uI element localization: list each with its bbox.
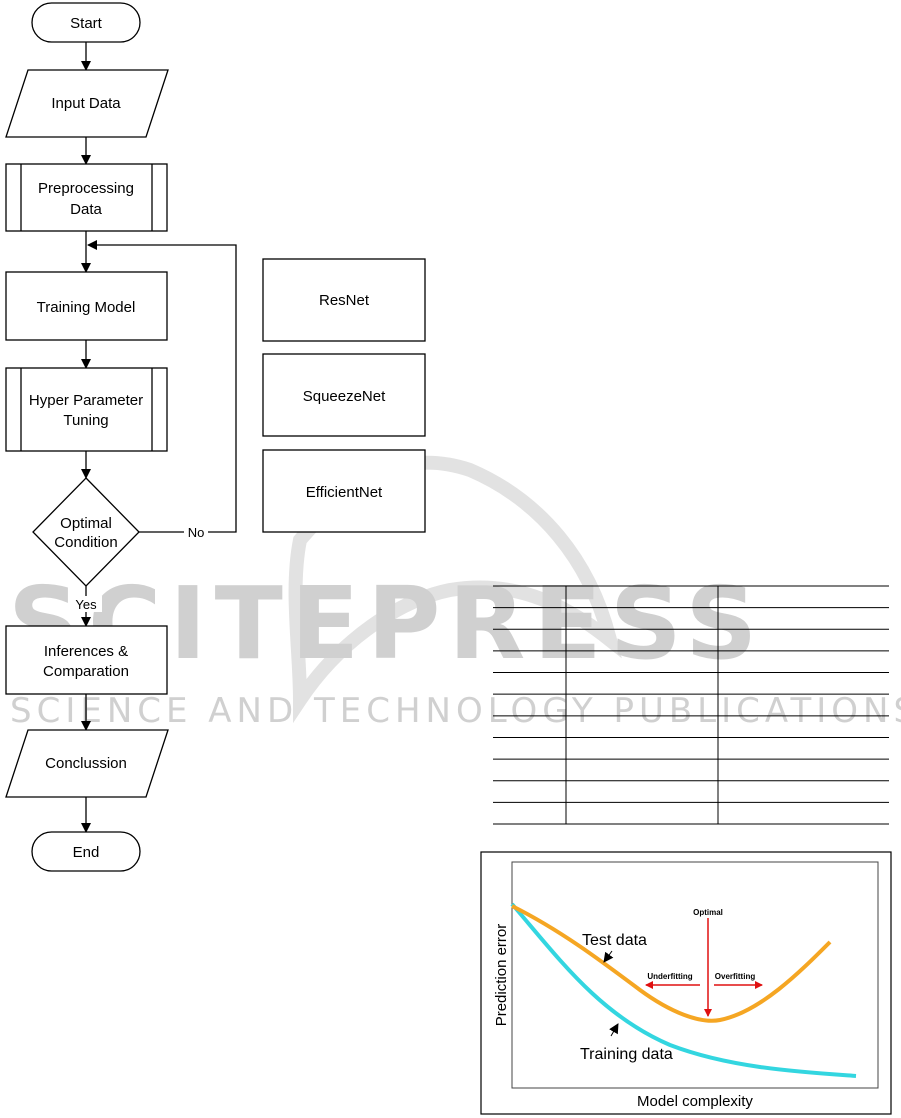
watermark: SCITEPRESS SCIENCE AND TECHNOLOGY PUBLIC… <box>8 455 901 731</box>
training-data-curve <box>510 902 857 1078</box>
x-axis-label: Model complexity <box>637 1093 753 1110</box>
start-label: Start <box>70 15 103 32</box>
underfitting-label: Underfitting <box>647 972 692 981</box>
overfitting-label: Overfitting <box>715 972 756 981</box>
preprocessing-label-2: Data <box>70 201 102 218</box>
inference-label-2: Comparation <box>43 663 129 680</box>
y-axis-label: Prediction error <box>493 924 510 1027</box>
preprocessing-node <box>5 163 168 232</box>
model-label-squeezenet: SqueezeNet <box>303 388 386 405</box>
end-terminator <box>31 831 141 872</box>
model-box-efficientnet <box>262 449 426 533</box>
no-label: No <box>188 525 205 540</box>
tuning-node <box>5 367 168 452</box>
conclusion-label: Conclussion <box>45 755 127 772</box>
model-label-resnet: ResNet <box>319 292 370 309</box>
model-box-resnet <box>262 258 426 342</box>
end-label: End <box>73 844 100 861</box>
bias-variance-chart: Optimal Underfitting Overfitting Test da… <box>480 851 892 1115</box>
input-data-label: Input Data <box>51 95 121 112</box>
model-label-efficientnet: EfficientNet <box>306 484 383 501</box>
yes-label-bg <box>70 596 102 612</box>
test-data-label: Test data <box>582 932 647 949</box>
flowchart: Start Input Data Preprocessing Data Trai… <box>5 2 237 872</box>
inference-node <box>5 625 168 695</box>
conclusion-node <box>5 729 169 798</box>
test-data-pointer <box>603 950 614 963</box>
inference-label-1: Inferences & <box>44 643 128 660</box>
tuning-label-1: Hyper Parameter <box>29 392 143 409</box>
decision-label-1: Optimal <box>60 515 112 532</box>
empty-table <box>493 585 889 825</box>
decision-label-2: Condition <box>54 534 117 551</box>
model-box-squeezenet <box>262 353 426 437</box>
tuning-label-2: Tuning <box>63 412 108 429</box>
preprocessing-label-1: Preprocessing <box>38 180 134 197</box>
training-model-label: Training Model <box>37 299 136 316</box>
test-data-curve <box>511 904 832 1023</box>
watermark-swoosh <box>288 455 622 724</box>
yes-label: Yes <box>75 597 97 612</box>
input-data-node <box>5 69 169 138</box>
no-label-bg <box>184 524 208 540</box>
optimal-label: Optimal <box>693 908 723 917</box>
model-list: ResNet SqueezeNet EfficientNet <box>262 258 426 533</box>
watermark-sub: SCIENCE AND TECHNOLOGY PUBLICATIONS <box>10 691 901 731</box>
training-data-pointer <box>609 1023 619 1037</box>
training-data-label: Training data <box>580 1046 673 1063</box>
